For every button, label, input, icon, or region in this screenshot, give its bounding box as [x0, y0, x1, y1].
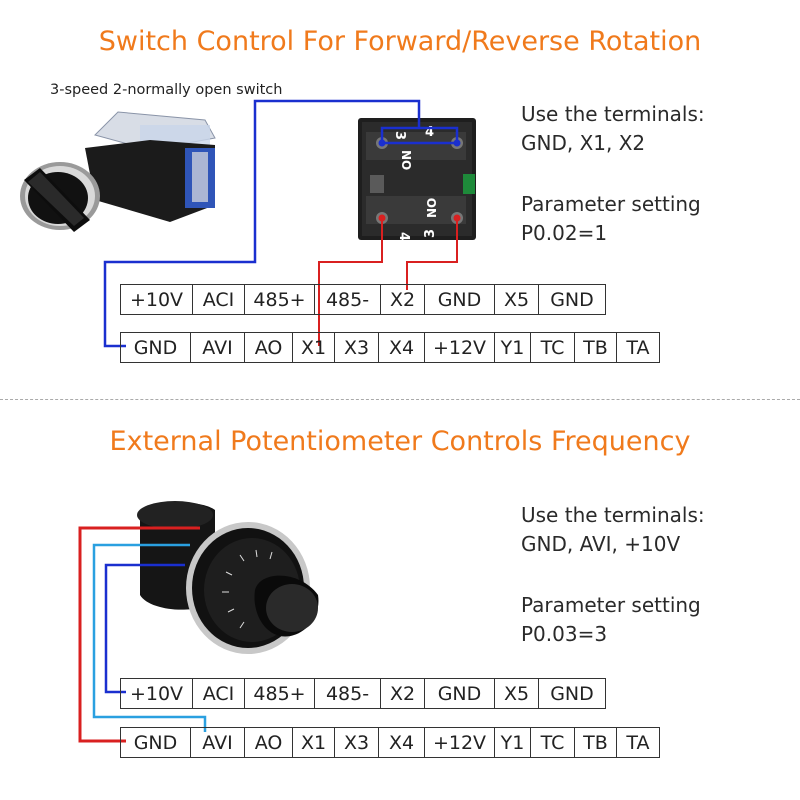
terminal-label: TC	[531, 728, 575, 757]
terminal-label: 485+	[245, 679, 315, 708]
terminal-label: +10V	[121, 285, 193, 314]
terminal-label: 485-	[315, 679, 381, 708]
terminal-label: TA	[626, 336, 650, 359]
terminal-label: 485+	[245, 285, 315, 314]
terminal-label: GND	[121, 728, 191, 757]
terminal-label: X3	[335, 333, 379, 362]
section1-note-line2: GND, X1, X2	[521, 131, 646, 155]
section2-note-line1: Use the terminals:	[521, 503, 705, 527]
section2-terminal-note: Use the terminals: GND, AVI, +10V	[521, 501, 705, 559]
terminal-label: AVI	[191, 333, 245, 362]
section2-param-line1: Parameter setting	[521, 593, 701, 617]
section1-terminal-row-bottom: GND AVI AO X1 X3 X4 +12V Y1 TC TB TA	[120, 332, 660, 363]
terminal-label: X3	[335, 728, 379, 757]
contact-label-no-bottom: NO	[425, 198, 439, 218]
terminal-label: AVI	[191, 728, 245, 757]
terminal-label: GND	[425, 285, 495, 314]
terminal-label: Y1	[495, 728, 531, 757]
section1-param-note: Parameter setting P0.02=1	[521, 190, 701, 248]
terminal-label: +10V	[121, 679, 193, 708]
terminal-label: X1	[293, 333, 335, 362]
terminal-label: +12V	[425, 728, 495, 757]
section2-title: External Potentiometer Controls Frequenc…	[109, 426, 691, 457]
terminal-label: X1	[293, 728, 335, 757]
contact-label-top-left: 3	[392, 131, 407, 140]
section2-terminal-row-bottom: GND AVI AO X1 X3 X4 +12V Y1 TC TB TA	[120, 727, 660, 758]
section1-param-line2: P0.02=1	[521, 221, 608, 245]
terminal-label: GND	[550, 288, 594, 311]
terminal-label: X2	[381, 679, 425, 708]
terminal-label: GND	[425, 679, 495, 708]
terminal-label: AO	[245, 333, 293, 362]
terminal-label: GND	[121, 333, 191, 362]
section2-param-line2: P0.03=3	[521, 622, 608, 646]
contact-label-no-top: NO	[399, 150, 413, 170]
section1-title: Switch Control For Forward/Reverse Rotat…	[98, 26, 702, 57]
terminal-label: AO	[245, 728, 293, 757]
terminal-label: TA	[626, 731, 650, 754]
section1-terminal-row-top: +10V ACI 485+ 485- X2 GND X5 GND	[120, 284, 606, 315]
contact-label-top-right: 4	[425, 125, 434, 140]
terminal-label: X2	[381, 285, 425, 314]
terminal-label: X4	[379, 728, 425, 757]
contact-label-bottom-right: 3	[423, 229, 438, 238]
terminal-label: Y1	[495, 333, 531, 362]
terminal-label: X5	[495, 285, 539, 314]
section1-param-line1: Parameter setting	[521, 192, 701, 216]
section1-terminal-note: Use the terminals: GND, X1, X2	[521, 100, 705, 158]
terminal-label: X5	[495, 679, 539, 708]
section2-note-line2: GND, AVI, +10V	[521, 532, 681, 556]
terminal-label: 485-	[315, 285, 381, 314]
terminal-label: TC	[531, 333, 575, 362]
section2-param-note: Parameter setting P0.03=3	[521, 591, 701, 649]
terminal-label: TB	[575, 333, 617, 362]
section2-terminal-row-top: +10V ACI 485+ 485- X2 GND X5 GND	[120, 678, 606, 709]
terminal-label: ACI	[193, 285, 245, 314]
terminal-label: GND	[550, 682, 594, 705]
terminal-label: +12V	[425, 333, 495, 362]
terminal-label: ACI	[193, 679, 245, 708]
terminal-label: TB	[575, 728, 617, 757]
section1-note-line1: Use the terminals:	[521, 102, 705, 126]
contact-label-bottom-left: 4	[396, 232, 411, 241]
terminal-label: X4	[379, 333, 425, 362]
section-divider	[0, 399, 800, 400]
switch-caption: 3-speed 2-normally open switch	[50, 82, 283, 98]
